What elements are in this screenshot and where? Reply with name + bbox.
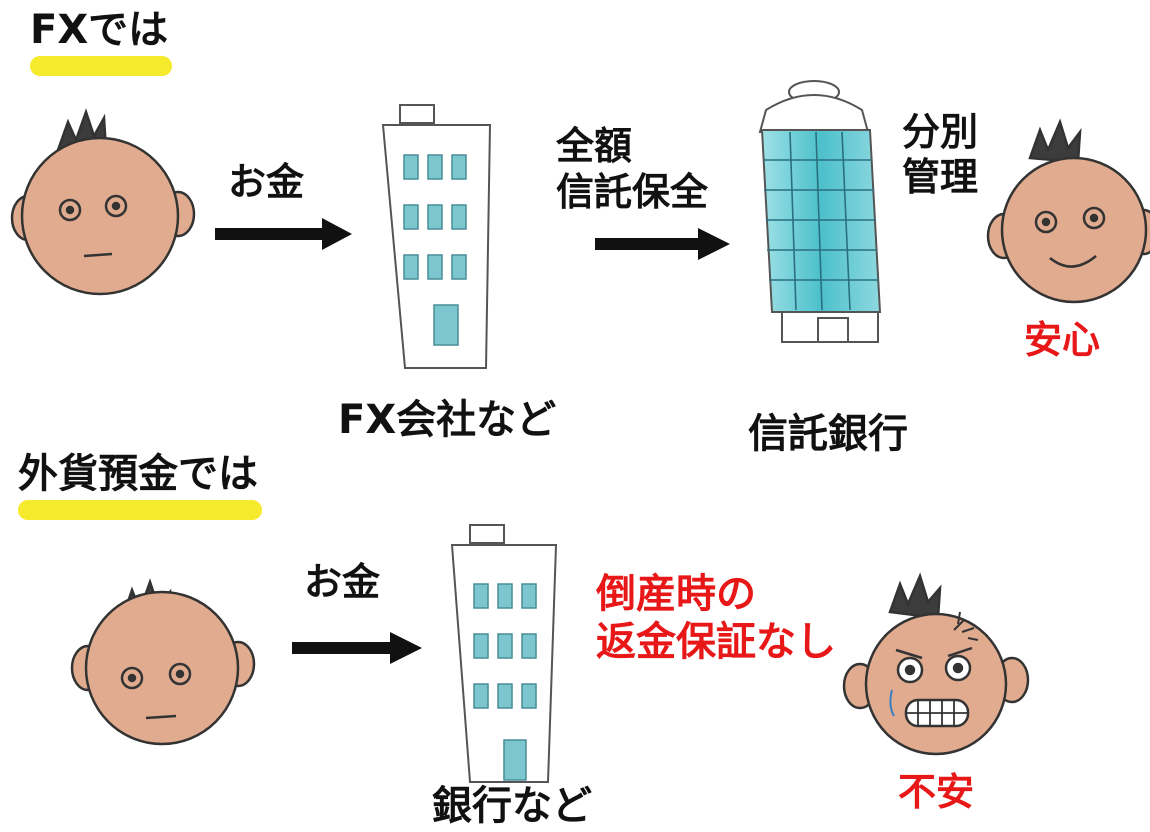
fx-result-label: 安心 xyxy=(1024,318,1101,362)
person-fx-happy xyxy=(986,118,1150,304)
fx-money-label: お金 xyxy=(228,160,305,204)
fx-bank-caption: 信託銀行 xyxy=(748,411,908,457)
deposit-money-label: お金 xyxy=(304,560,381,604)
trust-bank-tower-icon xyxy=(758,80,882,343)
fx-trust-label-line1: 全額 xyxy=(556,124,633,168)
person-deposit-investor xyxy=(70,578,256,746)
deposit-heading: 外貨預金では xyxy=(18,451,258,497)
deposit-bank-caption: 銀行など xyxy=(432,783,592,829)
deposit-result-label: 不安 xyxy=(898,770,975,814)
deposit-warning-line2: 返金保証なし xyxy=(596,619,836,665)
fx-heading: FXでは xyxy=(30,7,169,53)
fx-company-caption: FX会社など xyxy=(338,397,557,443)
bank-building-icon xyxy=(450,524,558,783)
deposit-warning-line1: 倒産時の xyxy=(596,571,756,617)
person-deposit-anxious xyxy=(842,572,1030,756)
fx-segregated-line1: 分別 xyxy=(902,110,979,154)
person-fx-investor xyxy=(10,108,196,296)
fx-company-building-icon xyxy=(381,104,492,369)
fx-segregated-line2: 管理 xyxy=(902,155,979,199)
arrow-trust-to-bank xyxy=(595,228,730,260)
deposit-heading-highlight xyxy=(18,500,262,520)
fx-heading-highlight xyxy=(30,56,172,76)
arrow-money-to-fx-company xyxy=(215,218,352,250)
fx-trust-label-line2: 信託保全 xyxy=(556,170,709,214)
arrow-money-to-bank xyxy=(292,632,422,664)
